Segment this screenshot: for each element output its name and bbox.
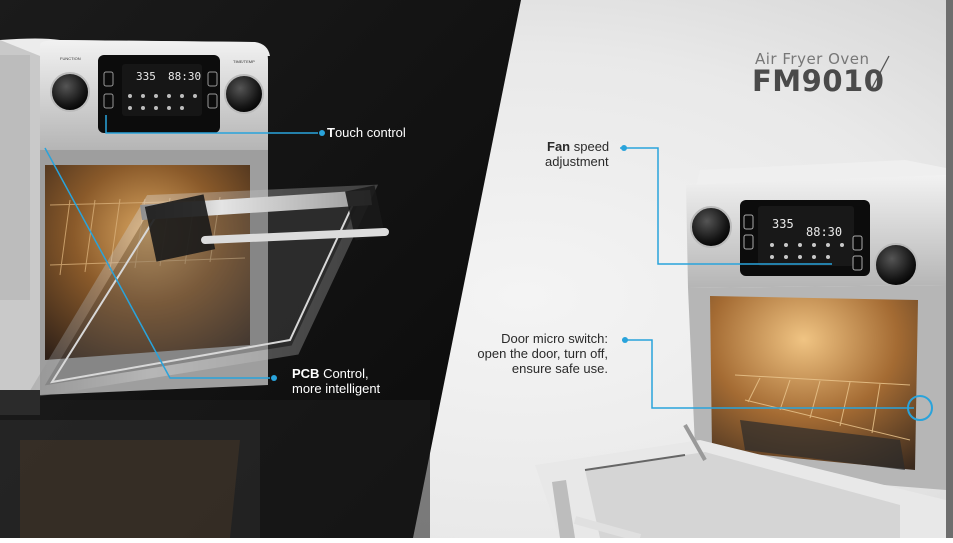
callout-pcb-bold: PCB xyxy=(292,366,320,381)
product-subtitle: Air Fryer Oven xyxy=(755,50,870,68)
callout-fan-text: speed xyxy=(570,139,610,154)
callout-touch-text: ouch control xyxy=(334,125,406,140)
callout-touch-bold: T xyxy=(327,125,335,140)
right-knob-label: TIME/TEMP xyxy=(233,59,255,64)
right-time-readout: 88:30 xyxy=(806,225,842,239)
left-temp-readout: 335 xyxy=(136,70,156,83)
callout-fan-bold: Fan xyxy=(547,139,571,154)
callout-door-line3: ensure safe use. xyxy=(511,361,608,376)
callout-touch-control: Touch control xyxy=(327,125,406,140)
left-knob-label: FUNCTION xyxy=(60,56,81,61)
right-oven-illustration: 335 88:30 xyxy=(535,160,946,542)
callout-pcb-control: PCB Control, more intelligent xyxy=(292,366,380,396)
callout-fan-line2: adjustment xyxy=(545,154,609,169)
callout-door-line1: Door micro switch: xyxy=(501,331,608,346)
product-model: FM9010 xyxy=(752,64,885,98)
callout-door-switch: Door micro switch: open the door, turn o… xyxy=(462,331,608,376)
left-oven-illustration: 335 88:30 FUNCTION TIME/TEMP xyxy=(0,38,389,538)
callout-pcb-line2: more intelligent xyxy=(292,381,381,396)
left-time-readout: 88:30 xyxy=(168,70,201,83)
right-temp-readout: 335 xyxy=(772,217,794,231)
callout-pcb-text: Control, xyxy=(319,366,369,381)
callout-door-line2: open the door, turn off, xyxy=(477,346,608,361)
callout-lines xyxy=(44,115,933,421)
callout-fan-speed: Fan speed adjustment xyxy=(545,139,615,169)
